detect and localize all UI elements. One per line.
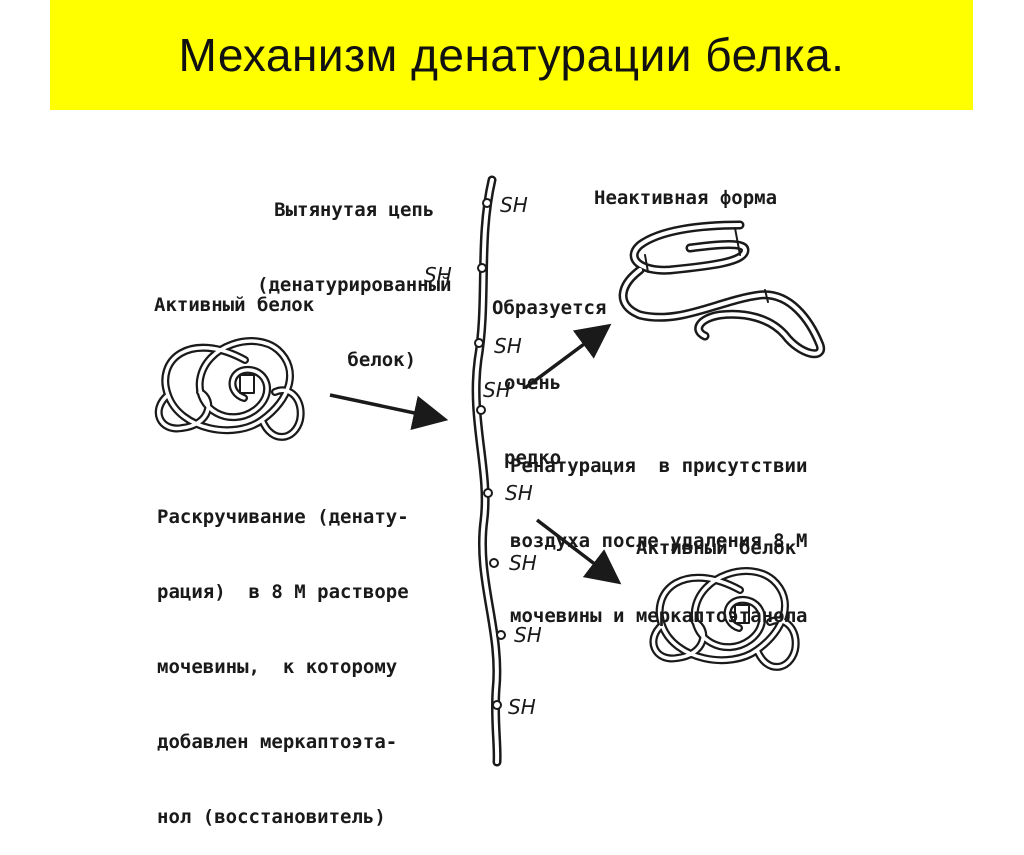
sh-label: SH bbox=[500, 193, 528, 217]
forms-rarely-label: Образуется очень редко bbox=[492, 246, 606, 496]
sh-site bbox=[477, 263, 487, 273]
arrow-to-active bbox=[535, 518, 622, 585]
sh-site bbox=[482, 198, 492, 208]
arrow-to-inactive bbox=[523, 323, 612, 390]
label-line: Вытянутая цепь bbox=[274, 199, 435, 221]
label-line: рация) в 8 М растворе bbox=[157, 581, 409, 603]
sh-label: SH bbox=[514, 623, 542, 647]
active-protein-left-label: Активный белок bbox=[154, 294, 315, 316]
sh-site bbox=[489, 558, 499, 568]
label-line: Образуется bbox=[492, 297, 607, 319]
sh-site bbox=[492, 700, 502, 710]
label-line: Раскручивание (денату- bbox=[157, 506, 409, 528]
arrow-denaturation bbox=[329, 393, 449, 431]
sh-label: SH bbox=[509, 551, 537, 575]
label-line: (денатурированный bbox=[257, 274, 452, 296]
sh-site bbox=[476, 405, 486, 415]
active-protein-right-label: Активный белок bbox=[636, 537, 797, 559]
sh-label: SH bbox=[505, 481, 533, 505]
inactive-form-label: Неактивная форма bbox=[594, 187, 778, 209]
label-line: добавлен меркаптоэта- bbox=[157, 731, 398, 753]
slide-title: Механизм денатурации белка. bbox=[178, 29, 845, 81]
label-line: очень bbox=[504, 372, 562, 394]
unwinding-label: Раскручивание (денату- рация) в 8 М раст… bbox=[157, 455, 409, 855]
stretched-chain-label: Вытянутая цепь (денатурированный белок) bbox=[257, 148, 451, 398]
active-protein-right-drawing bbox=[649, 567, 800, 671]
inactive-form-drawing bbox=[618, 220, 826, 359]
label-line: мочевины и меркаптоэтанола bbox=[510, 605, 808, 627]
label-line: мочевины, к которому bbox=[157, 656, 398, 678]
label-line: Ренатурация в присутствии bbox=[510, 455, 808, 477]
sh-label: SH bbox=[483, 378, 511, 402]
arrows bbox=[329, 323, 622, 585]
label-line: нол (восстановитель) bbox=[157, 806, 386, 828]
sh-label: SH bbox=[494, 334, 522, 358]
sh-site bbox=[496, 630, 506, 640]
label-line: воздуха после удаления 8 М bbox=[510, 530, 808, 552]
renaturation-label: Ренатурация в присутствии воздуха после … bbox=[510, 404, 807, 654]
sh-site bbox=[483, 488, 493, 498]
sh-label: SH bbox=[508, 695, 536, 719]
sh-label: SH bbox=[424, 263, 452, 287]
active-protein-left-drawing bbox=[154, 337, 305, 441]
stretched-chain bbox=[471, 175, 502, 767]
title-banner: Механизм денатурации белка. bbox=[50, 0, 973, 110]
label-line: белок) bbox=[347, 349, 417, 371]
sh-sites bbox=[474, 198, 506, 710]
label-line: редко bbox=[504, 447, 562, 469]
denaturation-diagram bbox=[154, 175, 826, 767]
sh-site bbox=[474, 338, 484, 348]
